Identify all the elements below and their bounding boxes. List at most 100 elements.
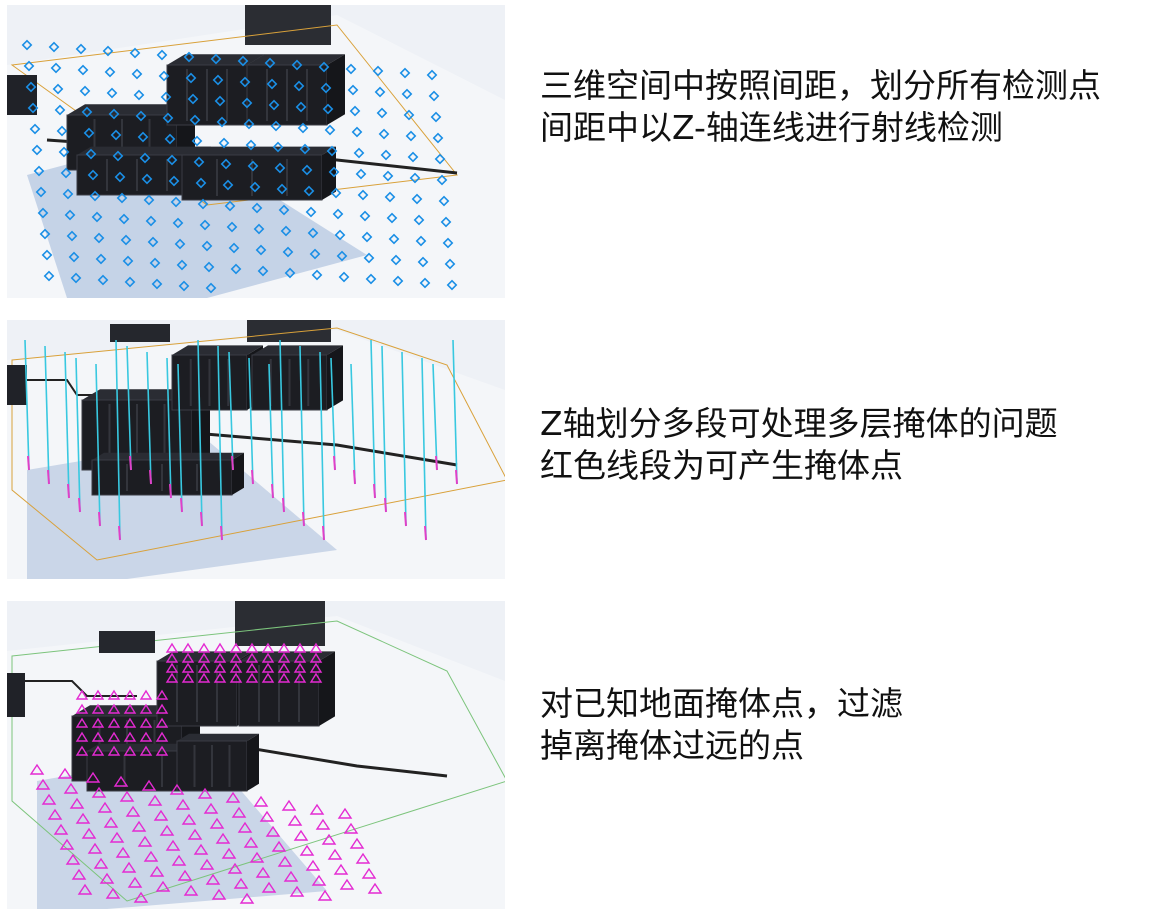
detection-point-marker (378, 128, 390, 140)
ray-line (319, 351, 325, 541)
ray-segment-tip (180, 497, 183, 513)
cover-point-marker (349, 837, 365, 849)
detection-point-marker (29, 123, 41, 135)
detection-point-marker (87, 169, 99, 181)
background-crate (99, 631, 155, 653)
detection-point-marker (278, 204, 290, 216)
detection-point-marker (62, 188, 74, 200)
ray-segment-tip (271, 483, 274, 499)
ray-segment-tip (149, 469, 152, 485)
detection-point-marker (166, 154, 178, 166)
detection-point-marker (293, 80, 305, 92)
detection-point-marker (446, 279, 458, 291)
detection-point-marker (276, 183, 288, 195)
cover-point-marker (367, 882, 383, 894)
cover-point-marker (175, 798, 191, 810)
cover-point-marker (139, 717, 153, 728)
ray-line (197, 339, 203, 527)
detection-point-marker (129, 47, 141, 59)
detection-point-marker (305, 206, 317, 218)
cover-point-marker (261, 652, 275, 663)
cover-point-marker (119, 790, 135, 802)
cover-point-marker (105, 887, 121, 899)
detection-point-marker (226, 221, 238, 233)
cover-point-marker (169, 783, 185, 795)
detection-point-marker (160, 91, 172, 103)
cover-point-marker (293, 652, 307, 663)
cover-point-marker (165, 642, 179, 653)
cover-point-marker (309, 803, 325, 815)
detection-point-marker (255, 244, 267, 256)
cover-point-marker (143, 850, 159, 862)
cover-point-marker (97, 801, 113, 813)
detection-point-marker (199, 219, 211, 231)
detection-point-marker (54, 104, 66, 116)
detection-point-marker (436, 174, 448, 186)
detection-point-marker (210, 53, 222, 65)
cover-point-marker (41, 793, 57, 805)
background-building (245, 5, 331, 45)
cover-point-marker (103, 816, 119, 828)
detection-point-marker (382, 170, 394, 182)
cover-point-marker (231, 806, 247, 818)
cover-point-marker (261, 881, 277, 893)
detection-point-marker (102, 45, 114, 57)
cover-point-marker (107, 689, 121, 700)
cover-point-marker (131, 820, 147, 832)
detection-point-marker (241, 97, 253, 109)
ray-segment-tip (251, 469, 254, 485)
detection-point-marker (212, 74, 224, 86)
detection-point-marker (282, 246, 294, 258)
detection-point-marker (162, 112, 174, 124)
cover-point-marker (65, 853, 81, 865)
ray-line (381, 345, 387, 513)
detection-point-marker (170, 196, 182, 208)
detection-point-marker (35, 186, 47, 198)
cover-point-marker (69, 797, 85, 809)
detection-point-marker (137, 131, 149, 143)
cover-point-marker (75, 812, 91, 824)
cover-point-marker (213, 662, 227, 673)
cover-point-marker (261, 662, 275, 673)
cover-point-marker (137, 835, 153, 847)
ray-line (248, 357, 254, 485)
cover-point-marker (99, 872, 115, 884)
detection-point-marker (174, 238, 186, 250)
detection-point-marker (353, 147, 365, 159)
cover-point-marker (59, 838, 75, 850)
cover-point-marker (91, 745, 105, 756)
detection-point-marker (307, 227, 319, 239)
detection-point-marker (104, 66, 116, 78)
detection-point-marker (43, 270, 55, 282)
detection-point-marker (230, 263, 242, 275)
detection-point-marker (334, 229, 346, 241)
caption-z-axis-segments: Z轴划分多段可处理多层掩体的问题 红色线段为可产生掩体点 (540, 403, 1058, 487)
detection-point-marker (41, 249, 53, 261)
detection-point-marker (81, 106, 93, 118)
detection-point-marker (23, 60, 35, 72)
caption-line: 对已知地面掩体点，过滤 (540, 684, 903, 723)
detection-point-marker (66, 230, 78, 242)
cover-point-marker (85, 771, 101, 783)
cover-point-marker (75, 745, 89, 756)
cover-point-marker (333, 863, 349, 875)
bounds-edge (156, 428, 458, 467)
cover-point-marker (213, 652, 227, 663)
cover-point-marker (253, 795, 269, 807)
cover-point-marker (245, 662, 259, 673)
detection-point-marker (413, 214, 425, 226)
detection-point-marker (388, 233, 400, 245)
cover-point-marker (139, 745, 153, 756)
ray-segment-tip (169, 483, 172, 499)
cover-point-marker (81, 827, 97, 839)
detection-point-marker (222, 179, 234, 191)
cover-point-marker (309, 662, 323, 673)
detection-point-marker (332, 208, 344, 220)
detection-point-marker (349, 105, 361, 117)
detection-point-marker (357, 189, 369, 201)
detection-point-marker (432, 132, 444, 144)
cover-point-marker (317, 889, 333, 901)
detection-point-marker (268, 99, 280, 111)
cover-point-marker (123, 745, 137, 756)
detection-point-marker (355, 168, 367, 180)
